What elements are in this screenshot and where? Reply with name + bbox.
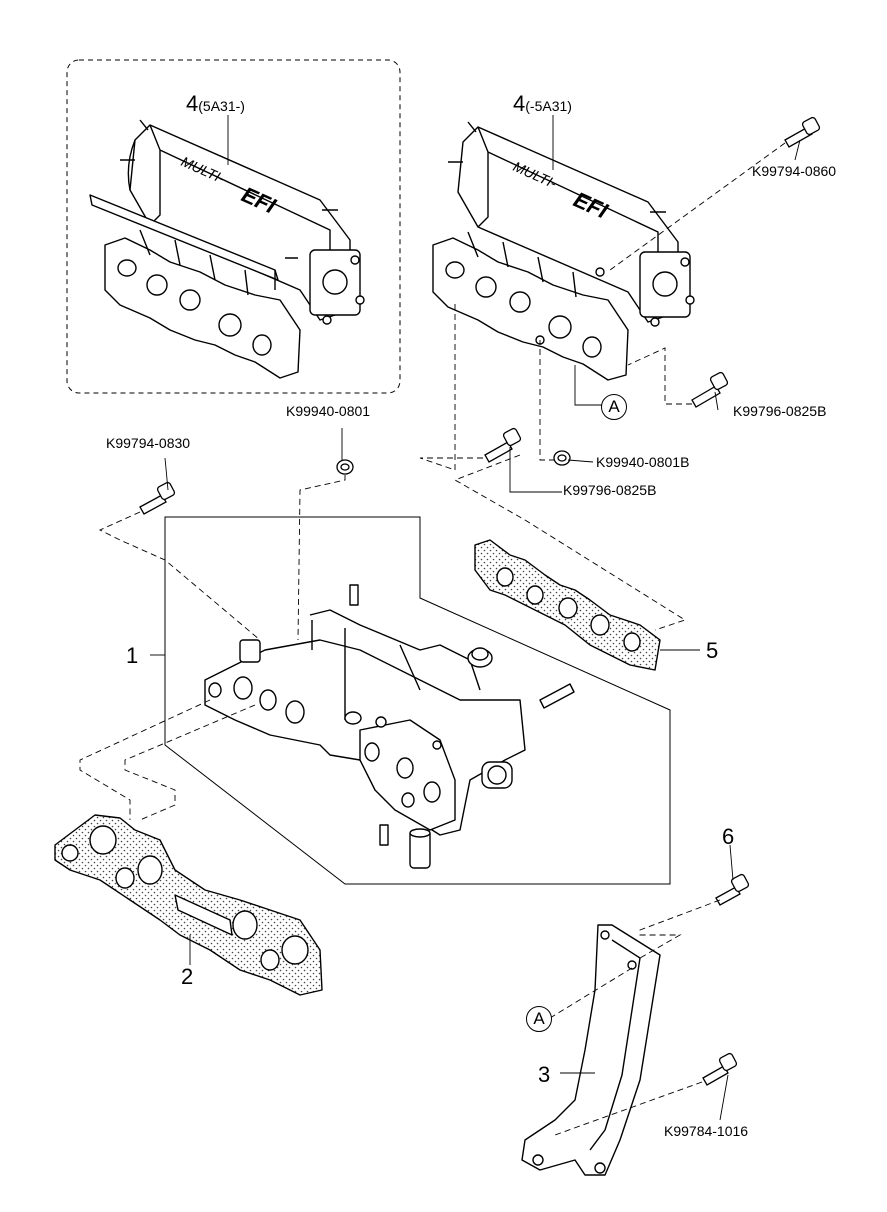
nut-top-icon (336, 459, 354, 475)
bolt-top-right-icon (784, 116, 821, 148)
upper-gasket (474, 539, 661, 671)
callout-a-top: A (601, 394, 627, 420)
assembly-lines (79, 142, 786, 1136)
bolt-bracket-icon (702, 1052, 738, 1086)
variant-code-left: (5A31-) (198, 98, 245, 114)
item-number-bolt: 6 (722, 824, 735, 849)
item-number-bracket: 3 (538, 1062, 551, 1087)
part-ref-nut-top: K99940-0801 (286, 403, 371, 419)
lower-gasket (54, 814, 323, 996)
item-number-gasket-lower: 2 (181, 964, 194, 989)
callout-a-bottom: A (526, 1006, 552, 1032)
variant-label-left: 4(5A31-) (186, 93, 245, 115)
manifold-outline-box (164, 516, 671, 885)
part-ref-bolt-top-right: K99794-0860 (752, 163, 837, 179)
variant-number-right: 4 (513, 91, 526, 116)
nut-right-icon (553, 450, 571, 466)
intake-manifold (204, 584, 575, 869)
part-ref-bolt-mid: K99796-0825B (563, 482, 657, 498)
leader-lines (150, 115, 801, 1121)
bolt-left-icon (139, 481, 176, 515)
intake-plenum-right (432, 121, 695, 381)
item-number-manifold: 1 (126, 643, 139, 668)
bolt-mid-icon (484, 427, 522, 463)
part-ref-bolt-right: K99796-0825B (733, 403, 827, 419)
bolt-item6-icon (715, 873, 750, 906)
manifold-bracket (521, 924, 661, 1176)
part-ref-bolt-left: K99794-0830 (106, 435, 191, 451)
part-ref-nut-right: K99940-0801B (596, 454, 690, 470)
variant-inset-box (66, 59, 401, 394)
bolt-right-icon (691, 371, 729, 408)
part-ref-bolt-bracket: K99784-1016 (664, 1123, 749, 1139)
variant-label-right: 4(-5A31) (513, 93, 572, 115)
variant-code-right: (-5A31) (525, 98, 572, 114)
item-number-gasket-upper: 5 (706, 638, 719, 663)
variant-number-left: 4 (186, 91, 199, 116)
intake-plenum-left (89, 119, 365, 379)
